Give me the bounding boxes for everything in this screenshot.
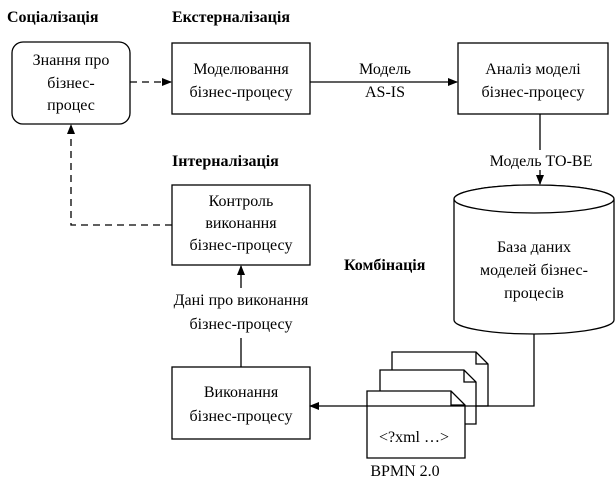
database-line-1: База даних [497,239,571,256]
analysis-line-2: бізнес-процесу [482,84,585,101]
knowledge-line-3: процес [47,97,95,114]
edge-label-to-be: Модель TO-BE [490,153,593,170]
knowledge-line-2: бізнес- [47,75,94,92]
analysis-node: Аналіз моделі бізнес-процесу [457,42,609,115]
edge-label-exec-bg [155,288,325,338]
document-front [366,390,466,459]
control-line-3: бізнес-процесу [190,237,293,254]
edge-label-exec-data-2: бізнес-процесу [190,316,293,333]
bpmn-documents: <?xml …> [366,351,489,459]
database-line-3: процесів [504,285,564,302]
document-content: <?xml …> [379,429,449,446]
section-combination: Комбінація [344,257,426,274]
edge-label-as-is-1: Модель [359,61,411,78]
modeling-line-1: Моделювання [193,61,289,78]
control-line-1: Контроль [209,193,274,210]
knowledge-node: Знання про бізнес- процес [11,41,131,125]
section-socialization: Соціалізація [7,9,99,26]
modeling-node: Моделювання бізнес-процесу [171,42,311,115]
database-node: База даних моделей бізнес- процесів [453,184,615,335]
knowledge-line-1: Знання про [33,52,110,69]
section-internalization: Інтерналізація [172,153,279,170]
control-node: Контроль виконання бізнес-процесу [171,184,311,266]
edge-label-bg [470,150,612,170]
execution-line-2: бізнес-процесу [190,408,293,425]
edge-control-knowledge [67,124,172,226]
analysis-line-1: Аналіз моделі [485,61,581,78]
edge-label-as-is-2: AS-IS [365,84,405,101]
edge-label-exec-data-1: Дані про виконання [174,292,309,309]
execution-node: Виконання бізнес-процесу [171,366,311,440]
section-externalization: Екстерналізація [172,9,290,26]
execution-line-1: Виконання [204,384,279,401]
database-line-2: моделей бізнес- [480,262,588,279]
control-line-2: виконання [205,215,277,232]
edge-database-execution [309,334,535,410]
modeling-line-2: бізнес-процесу [190,84,293,101]
bpmn-label: BPMN 2.0 [370,463,439,480]
